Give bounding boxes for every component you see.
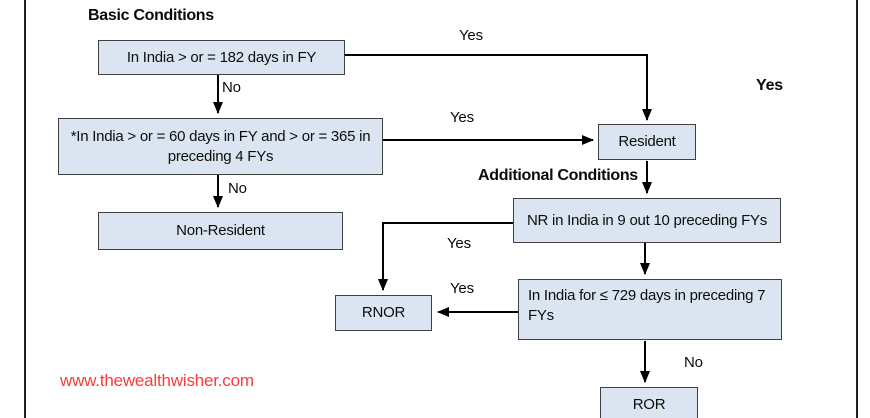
connector-nr910-yes-rnor [378, 222, 513, 291]
node-non-resident: Non-Resident [98, 212, 343, 250]
label-yes-right: Yes [756, 77, 783, 94]
node-nr-9-of-10: NR in India in 9 out 10 preceding FYs [513, 198, 781, 243]
node-rnor: RNOR [335, 295, 432, 331]
label-no-182: No [222, 79, 241, 96]
node-729-days: In India for ≤ 729 days in preceding 7 F… [518, 279, 782, 340]
page-border-left [24, 0, 26, 418]
additional-conditions-heading: Additional Conditions [478, 167, 638, 184]
label-yes-nr910: Yes [447, 235, 471, 252]
node-resident: Resident [598, 124, 696, 160]
basic-conditions-heading: Basic Conditions [88, 7, 214, 24]
label-yes-182: Yes [459, 27, 483, 44]
connector-182-yes-resident [345, 54, 652, 121]
label-yes-60365: Yes [450, 109, 474, 126]
node-60-365-days: *In India > or = 60 days in FY and > or … [58, 118, 383, 175]
node-182-days: In India > or = 182 days in FY [98, 40, 345, 75]
node-ror: ROR [600, 387, 698, 418]
label-no-729: No [684, 354, 703, 371]
label-no-60365: No [228, 180, 247, 197]
label-yes-729: Yes [450, 280, 474, 297]
page-border-right [856, 0, 858, 418]
watermark-url: www.thewealthwisher.com [60, 371, 254, 390]
